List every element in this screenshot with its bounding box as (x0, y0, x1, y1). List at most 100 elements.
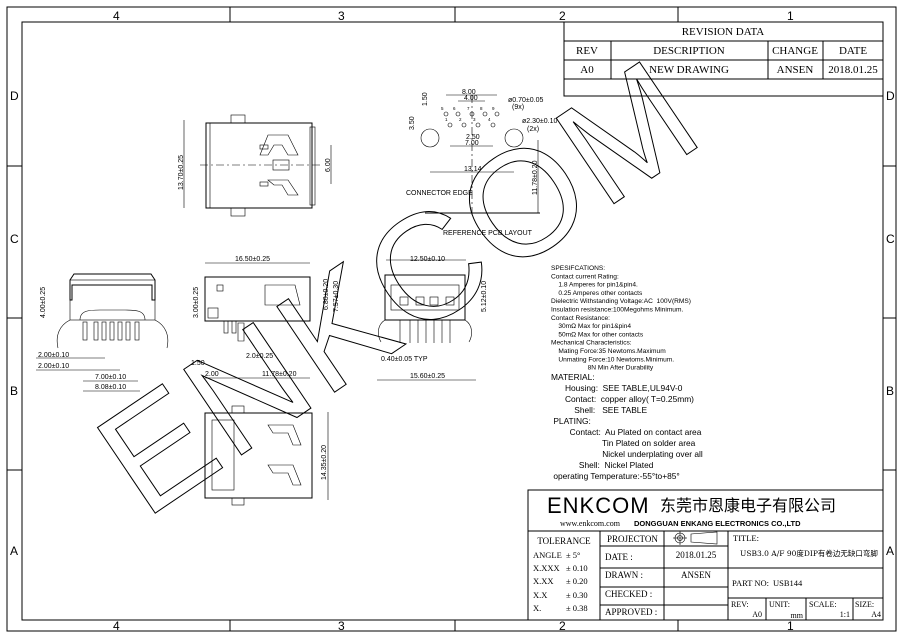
revision-date: 2018.01.25 (828, 64, 878, 76)
tol-xxx-label: X.XX (533, 576, 554, 586)
dim-side-11-78: 11.78±0.20 (262, 371, 297, 378)
spec-line: 1.8 Amperes for pin1&pin4. (551, 282, 638, 289)
zone-col-3-bottom: 3 (338, 619, 345, 633)
title-block: ENKCOM 东莞市恩康电子有限公司 www.enkcom.com DONGGU… (527, 489, 884, 621)
pin-label: 2 (459, 117, 462, 122)
dim-pcb-2-50: 2.50 (466, 134, 480, 141)
pin-label: 8 (480, 106, 483, 111)
dim-top-height: 13.70±0.25 (178, 155, 185, 190)
revision-header-date: DATE (839, 45, 867, 57)
unit-value: mm (791, 611, 804, 620)
tol-x-value: ± 0.38 (566, 603, 588, 613)
date-value: 2018.01.25 (676, 550, 717, 560)
dim-pcb-13-14: 13.14 (464, 166, 482, 173)
pin-label: 4 (488, 117, 491, 122)
spec-line: PLATING: (551, 416, 591, 426)
zone-row-a-right: A (886, 544, 894, 558)
connector-edge-label: CONNECTOR EDGE (406, 190, 473, 197)
dim-port-height: 5.12±0.10 (481, 281, 488, 312)
dim-side-2: 2.00 (205, 371, 219, 378)
approved-label: APPROVED : (605, 607, 657, 617)
dim-pcb-pin-dia: ø0.70±0.05 (508, 97, 543, 104)
size-label: SIZE: (855, 600, 874, 609)
tolerance-label: TOLERANCE (537, 536, 591, 546)
spec-line: Contact: Au Plated on contact area (551, 427, 702, 437)
spec-line: SPESIFCATIONS: (551, 265, 605, 272)
enkcom-logo: ENKCOM (547, 493, 650, 518)
zone-col-4: 4 (113, 9, 120, 23)
outer-frame (6, 6, 897, 632)
zone-row-c-right: C (886, 232, 895, 246)
drawn-label: DRAWN : (605, 570, 643, 580)
spec-line: 50mΩ Max for other contacts (551, 331, 644, 338)
dim-pcb-hole-count: (2x) (527, 126, 539, 133)
pin-label: 5 (441, 106, 444, 111)
dim-side-7-57: 7.57±0.30 (333, 281, 340, 312)
part-no-label: PART NO: (732, 578, 769, 588)
dim-side-3: 3.00±0.25 (193, 287, 200, 318)
zone-col-2: 2 (559, 9, 566, 23)
tol-xxxx-value: ± 0.10 (566, 563, 588, 573)
spec-line: 0.25 Amperes other contacts (551, 290, 643, 297)
spec-line: operating Temperature:-55°to+85° (551, 471, 680, 481)
dim-port-width: 12.50±0.10 (410, 256, 445, 263)
reference-pcb-layout-label: REFERENCE PCB LAYOUT (443, 230, 533, 237)
dim-bottom-height: 14.35±0.20 (321, 445, 328, 480)
part-no-value: USB144 (773, 578, 803, 588)
pin-label: 1 (445, 117, 448, 122)
dim-front-pitch-2: 2.00±0.10 (38, 363, 69, 370)
spec-line: Dielectric Withstanding Voltage:AC 100V(… (551, 298, 691, 305)
company-name-cn: 东莞市恩康电子有限公司 (660, 496, 836, 515)
top-view: 13.70±0.25 6.00 (178, 114, 332, 217)
spec-line: Insulation resistance:100Megohms Minimum… (551, 307, 683, 314)
third-angle-projection-icon (673, 531, 718, 545)
revision-change: ANSEN (777, 64, 814, 76)
dim-top-pitch: 6.00 (325, 158, 332, 172)
spec-line: Shell: SEE TABLE (551, 405, 647, 415)
spec-line: Contact current Rating: (551, 273, 619, 280)
checked-label: CHECKED : (605, 589, 652, 599)
spec-line: 30mΩ Max for pin1&pin4 (551, 323, 631, 330)
dim-pcb-4: 4.00 (464, 95, 478, 102)
zone-row-d: D (10, 89, 19, 103)
tol-xxxx-label: X.XXX (533, 563, 560, 573)
pin-label: 9 (492, 106, 495, 111)
projection-label: PROJECTON (607, 534, 658, 544)
revision-table: REVISION DATA REV DESCRIPTION CHANGE DAT… (563, 21, 884, 97)
spec-line: Mechanical Characteristics: (551, 340, 632, 347)
dim-port-overall: 15.60±0.25 (410, 373, 445, 380)
tol-xx-label: X.X (533, 590, 547, 600)
spec-line: Shell: Nickel Plated (551, 460, 654, 470)
inner-frame (21, 21, 884, 621)
spec-line: Mating Force:35 Newtoms.Maximum (551, 348, 666, 355)
zone-col-1-bottom: 1 (787, 619, 794, 633)
tol-x-label: X. (533, 603, 541, 613)
pin-label: 6 (453, 106, 456, 111)
spec-line: Housing: SEE TABLE,UL94V-0 (551, 383, 683, 393)
zone-col-1: 1 (787, 9, 794, 23)
dim-pcb-11-78: 11.78±0.20 (532, 160, 539, 195)
revision-header-description: DESCRIPTION (653, 45, 725, 57)
spec-line: Unmating Force:10 Newtoms.Minimum. (551, 356, 674, 363)
company-website: www.enkcom.com (560, 519, 621, 528)
revision-description: NEW DRAWING (649, 64, 729, 76)
dim-pcb-8: 8.00 (462, 89, 476, 96)
revision-rev: A0 (580, 64, 594, 76)
port-view: 12.50±0.10 5.12±0.10 0.40±0.05 TYP 15.60… (377, 256, 488, 381)
spec-line: Contact Resistance: (551, 315, 610, 322)
zone-col-2-bottom: 2 (559, 619, 566, 633)
zone-dividers (7, 7, 896, 631)
dim-front-8-08: 8.08±0.10 (95, 384, 126, 391)
bottom-view: 14.35±0.20 (204, 405, 329, 506)
dim-pcb-pin-count: (9x) (512, 104, 524, 111)
zone-row-b: B (10, 384, 18, 398)
material-plating: MATERIAL: Housing: SEE TABLE,UL94V-0 Con… (551, 372, 703, 481)
pin-label: 7 (467, 106, 470, 111)
date-label: DATE : (605, 552, 633, 562)
side-view: 16.50±0.25 3.00±0.25 1.50 2.00 2.0±0.25 … (191, 256, 340, 379)
tol-angle-label: ANGLE (533, 550, 562, 560)
zone-row-c: C (10, 232, 19, 246)
company-name-en: DONGGUAN ENKANG ELECTRONICS CO.,LTD (634, 519, 801, 528)
revision-title: REVISION DATA (682, 26, 765, 38)
